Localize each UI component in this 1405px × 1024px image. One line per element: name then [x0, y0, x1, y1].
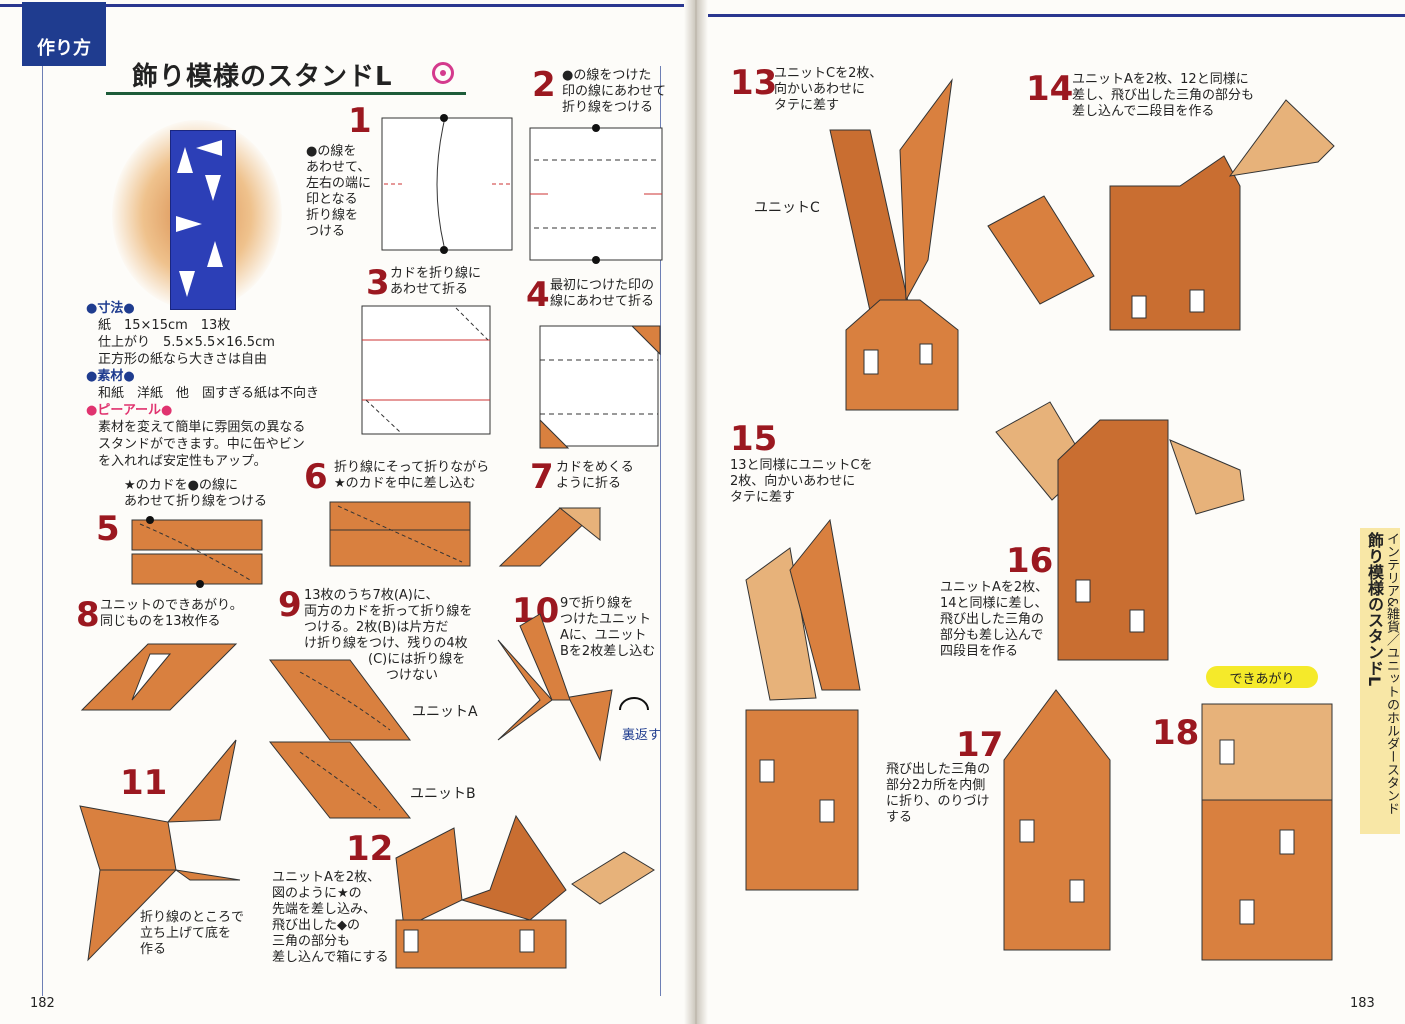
right-page-number: 183 — [1350, 996, 1375, 1011]
